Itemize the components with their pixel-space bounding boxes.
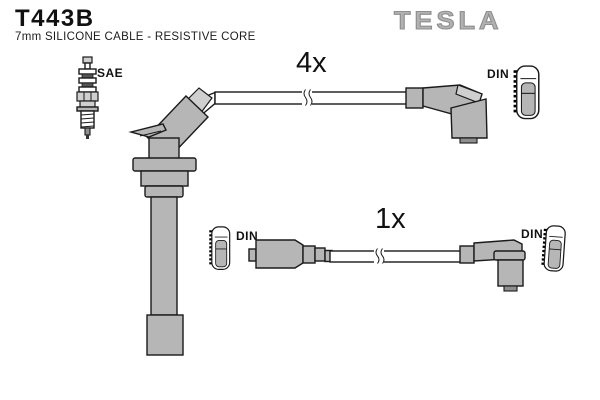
cable-break-mark	[375, 248, 380, 264]
cable-break-mark	[303, 89, 308, 106]
brand-logo: TESLA	[393, 6, 503, 35]
din-label-bottom-left: DIN	[236, 229, 258, 243]
quantity-label-4x: 4x	[296, 47, 327, 79]
sae-label: SAE	[97, 66, 123, 80]
part-number: T443B	[15, 5, 95, 32]
spark-plug-icon	[76, 56, 99, 139]
subtitle: 7mm SILICONE CABLE - RESISTIVE CORE	[15, 31, 256, 43]
lead-1x-cable	[329, 248, 463, 264]
din-label-top: DIN	[487, 67, 509, 81]
lead-1x-straight-boot	[248, 239, 333, 269]
din-label-bottom-right: DIN	[521, 227, 543, 241]
lead-4x-terminal-boot	[405, 84, 488, 144]
lead-4x-plug-boot	[128, 87, 216, 356]
din-connector-icon-bottom-right	[543, 225, 565, 271]
din-connector-icon-top	[516, 66, 539, 118]
lead-1x-terminal-boot	[459, 239, 526, 292]
quantity-label-1x: 1x	[375, 203, 406, 235]
din-connector-icon-bottom-left	[211, 227, 229, 270]
lead-4x-cable	[214, 89, 409, 106]
